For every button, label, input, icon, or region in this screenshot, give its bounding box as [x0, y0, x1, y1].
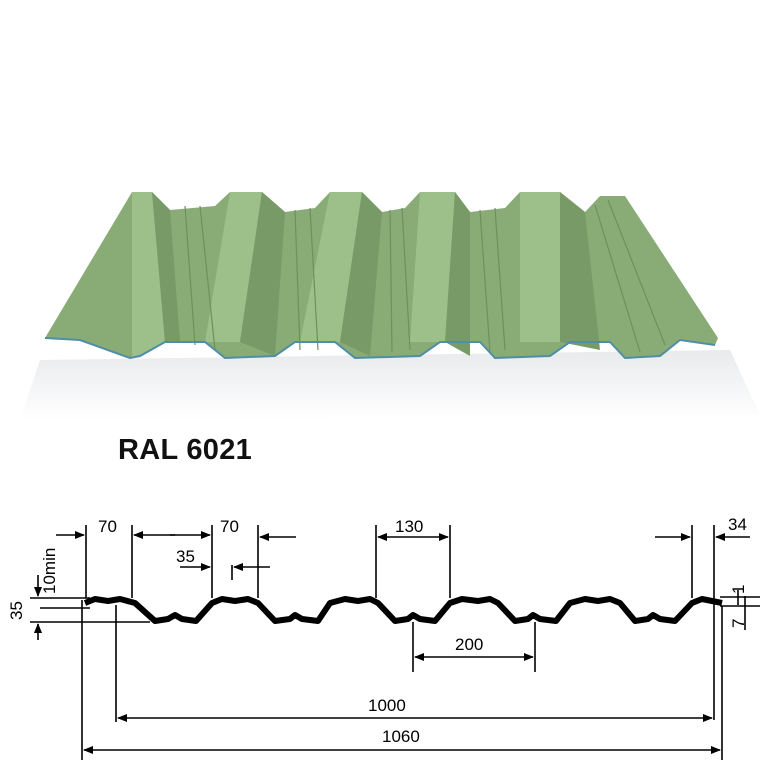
sheet-front-edge	[44, 337, 716, 360]
dim-label-70-right: 70	[220, 517, 239, 536]
color-label: RAL 6021	[118, 434, 253, 466]
extension-lines	[30, 525, 760, 760]
rib-lines	[184, 199, 666, 353]
crest-highlights	[132, 192, 560, 358]
dim-label-34: 34	[728, 515, 747, 534]
dim-label-130: 130	[395, 517, 423, 536]
dim-label-1000: 1000	[368, 696, 406, 715]
dim-label-70-left: 70	[98, 517, 117, 536]
valley-shading	[152, 192, 600, 356]
roof-sheet-illustration	[20, 192, 760, 420]
profile-outline	[83, 596, 723, 624]
profile-diagram: 70 70 35 130 200 34 1000 1060 35 10min 1…	[7, 515, 760, 760]
dim-label-1060: 1060	[382, 727, 420, 746]
floor-shadow	[20, 350, 760, 420]
dim-label-10min: 10min	[40, 548, 59, 594]
dimension-arrows	[34, 531, 750, 754]
dim-label-35-height: 35	[7, 601, 26, 620]
dim-label-35-sub: 35	[176, 547, 195, 566]
dim-label-7: 7	[729, 619, 748, 628]
dim-label-200: 200	[455, 635, 483, 654]
dim-label-1: 1	[729, 585, 748, 594]
